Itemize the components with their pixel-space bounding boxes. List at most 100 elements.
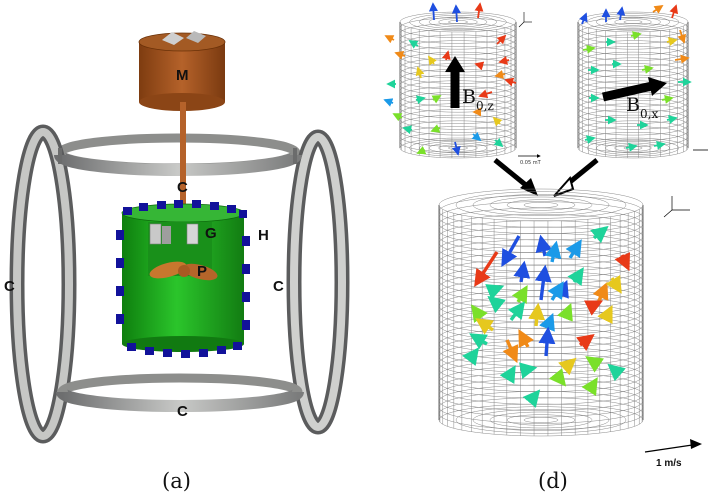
velocity-arrow (558, 357, 577, 376)
inset-scale: 0.05 mT (520, 160, 542, 166)
inset-right-arrow (677, 29, 686, 44)
mesh-main-cap (523, 417, 559, 423)
inset-right-arrow (652, 5, 664, 14)
velocity-arrow (590, 225, 609, 244)
velocity-field (462, 225, 631, 408)
mesh-right-cap (586, 13, 680, 31)
inset-right-arrow (641, 64, 654, 74)
inset-right-arrow (666, 115, 678, 124)
mesh-main-ring (438, 302, 644, 336)
inset-left-arrow (431, 95, 442, 104)
mesh-right-cap (614, 144, 652, 152)
inset-left-arrow (478, 89, 493, 98)
field-subscript-x: 0,x (640, 107, 658, 121)
mesh-main-ring (438, 207, 644, 241)
mesh-main-ring (438, 315, 644, 348)
inset-left-arrow (428, 2, 438, 21)
mesh-main-ring (438, 397, 644, 430)
coil-left (9, 124, 77, 444)
shaft (180, 102, 186, 270)
inset-left: B 0,z 0.05 mT (383, 2, 542, 166)
inset-right-arrow (653, 140, 666, 150)
velocity-scale: 1 m/s (644, 439, 702, 469)
inset-left-arrow (471, 131, 482, 142)
inset-right-arrow (630, 31, 642, 40)
mesh-main-ring (438, 391, 644, 424)
velocity-arrow (485, 284, 505, 300)
mesh-right-cap (596, 15, 670, 29)
inset-left-arrow (394, 51, 406, 60)
panel-d: B 0,z 0.05 mT B 0,x (383, 2, 708, 493)
propeller (149, 261, 218, 281)
inset-left-arrow (384, 35, 395, 44)
inset-right-arrow (674, 54, 690, 64)
mesh-main-cap (523, 202, 559, 208)
inset-left-arrow (392, 113, 403, 122)
heater-pads (116, 200, 250, 358)
label-motor: M (176, 67, 189, 84)
mesh-main-ring (438, 359, 644, 392)
mesh-main-ring (438, 372, 644, 405)
velocity-arrow (581, 377, 598, 397)
label-coil-bottom: C (177, 403, 188, 420)
caption-d: (d) (538, 469, 568, 493)
mesh-main-ring (438, 378, 644, 411)
mesh-main-ring (438, 403, 644, 437)
mesh-right-cap (586, 139, 680, 157)
velocity-arrow (499, 365, 516, 385)
label-heater: H (258, 227, 269, 244)
mesh-main-ring (438, 334, 644, 367)
inset-right-arrow (616, 6, 626, 21)
velocity-arrow (474, 251, 499, 287)
main-cylinder (438, 188, 690, 437)
inset-left-arrow (408, 40, 419, 49)
inset-left-arrow (383, 98, 394, 107)
velocity-arrow (614, 252, 631, 272)
connector-arrows (493, 158, 599, 197)
inset-left-arrow (474, 2, 484, 19)
inset-right-arrow (625, 142, 638, 152)
inset-right-arrow (584, 135, 596, 144)
mesh-main-ring (438, 384, 644, 418)
mesh-main-ring (438, 220, 644, 253)
velocity-arrow (535, 234, 553, 257)
velocity-arrow (557, 302, 573, 322)
velocity-arrow (592, 281, 609, 304)
velocity-arrow (605, 274, 622, 294)
velocity-arrow (471, 304, 488, 323)
mesh-main-cap (455, 406, 627, 434)
inset-left-arrow (492, 116, 503, 127)
mesh-main-ring (438, 188, 644, 222)
velocity-arrow (607, 363, 626, 382)
inset-right-arrow (666, 37, 678, 46)
velocity-arrow (534, 264, 552, 301)
inset-left-arrow (415, 66, 425, 79)
mesh-main-ring (438, 201, 644, 234)
label-propeller: P (197, 263, 207, 280)
velocity-arrow (518, 329, 534, 348)
velocity-arrow (584, 300, 604, 316)
coil-bottom (56, 373, 304, 412)
mesh-left-cap (428, 16, 488, 28)
velocity-arrow (522, 389, 541, 408)
field-subscript-z: 0,z (476, 99, 494, 113)
mesh-main-cap (455, 191, 627, 219)
mesh-right-cap (614, 18, 652, 26)
inset-right-arrow (661, 94, 674, 104)
mesh-main-cap (472, 409, 610, 431)
velocity-arrow (576, 333, 595, 351)
velocity-arrow (513, 260, 531, 283)
label-guide: G (205, 225, 217, 242)
mesh-left-cap (409, 13, 507, 31)
velocity-arrow (567, 267, 584, 287)
mesh-main-ring (438, 296, 644, 329)
mesh-right-cap (596, 141, 670, 155)
inset-right: B 0,x (577, 4, 708, 159)
inset-right-arrow (579, 12, 588, 25)
mesh-left-cap (419, 15, 497, 29)
velocity-arrow (518, 362, 538, 380)
inset-left-arrow (416, 146, 427, 155)
inset-left-arrow (496, 34, 507, 45)
mesh-left-cap (409, 139, 507, 157)
inset-right-arrow (582, 44, 596, 54)
